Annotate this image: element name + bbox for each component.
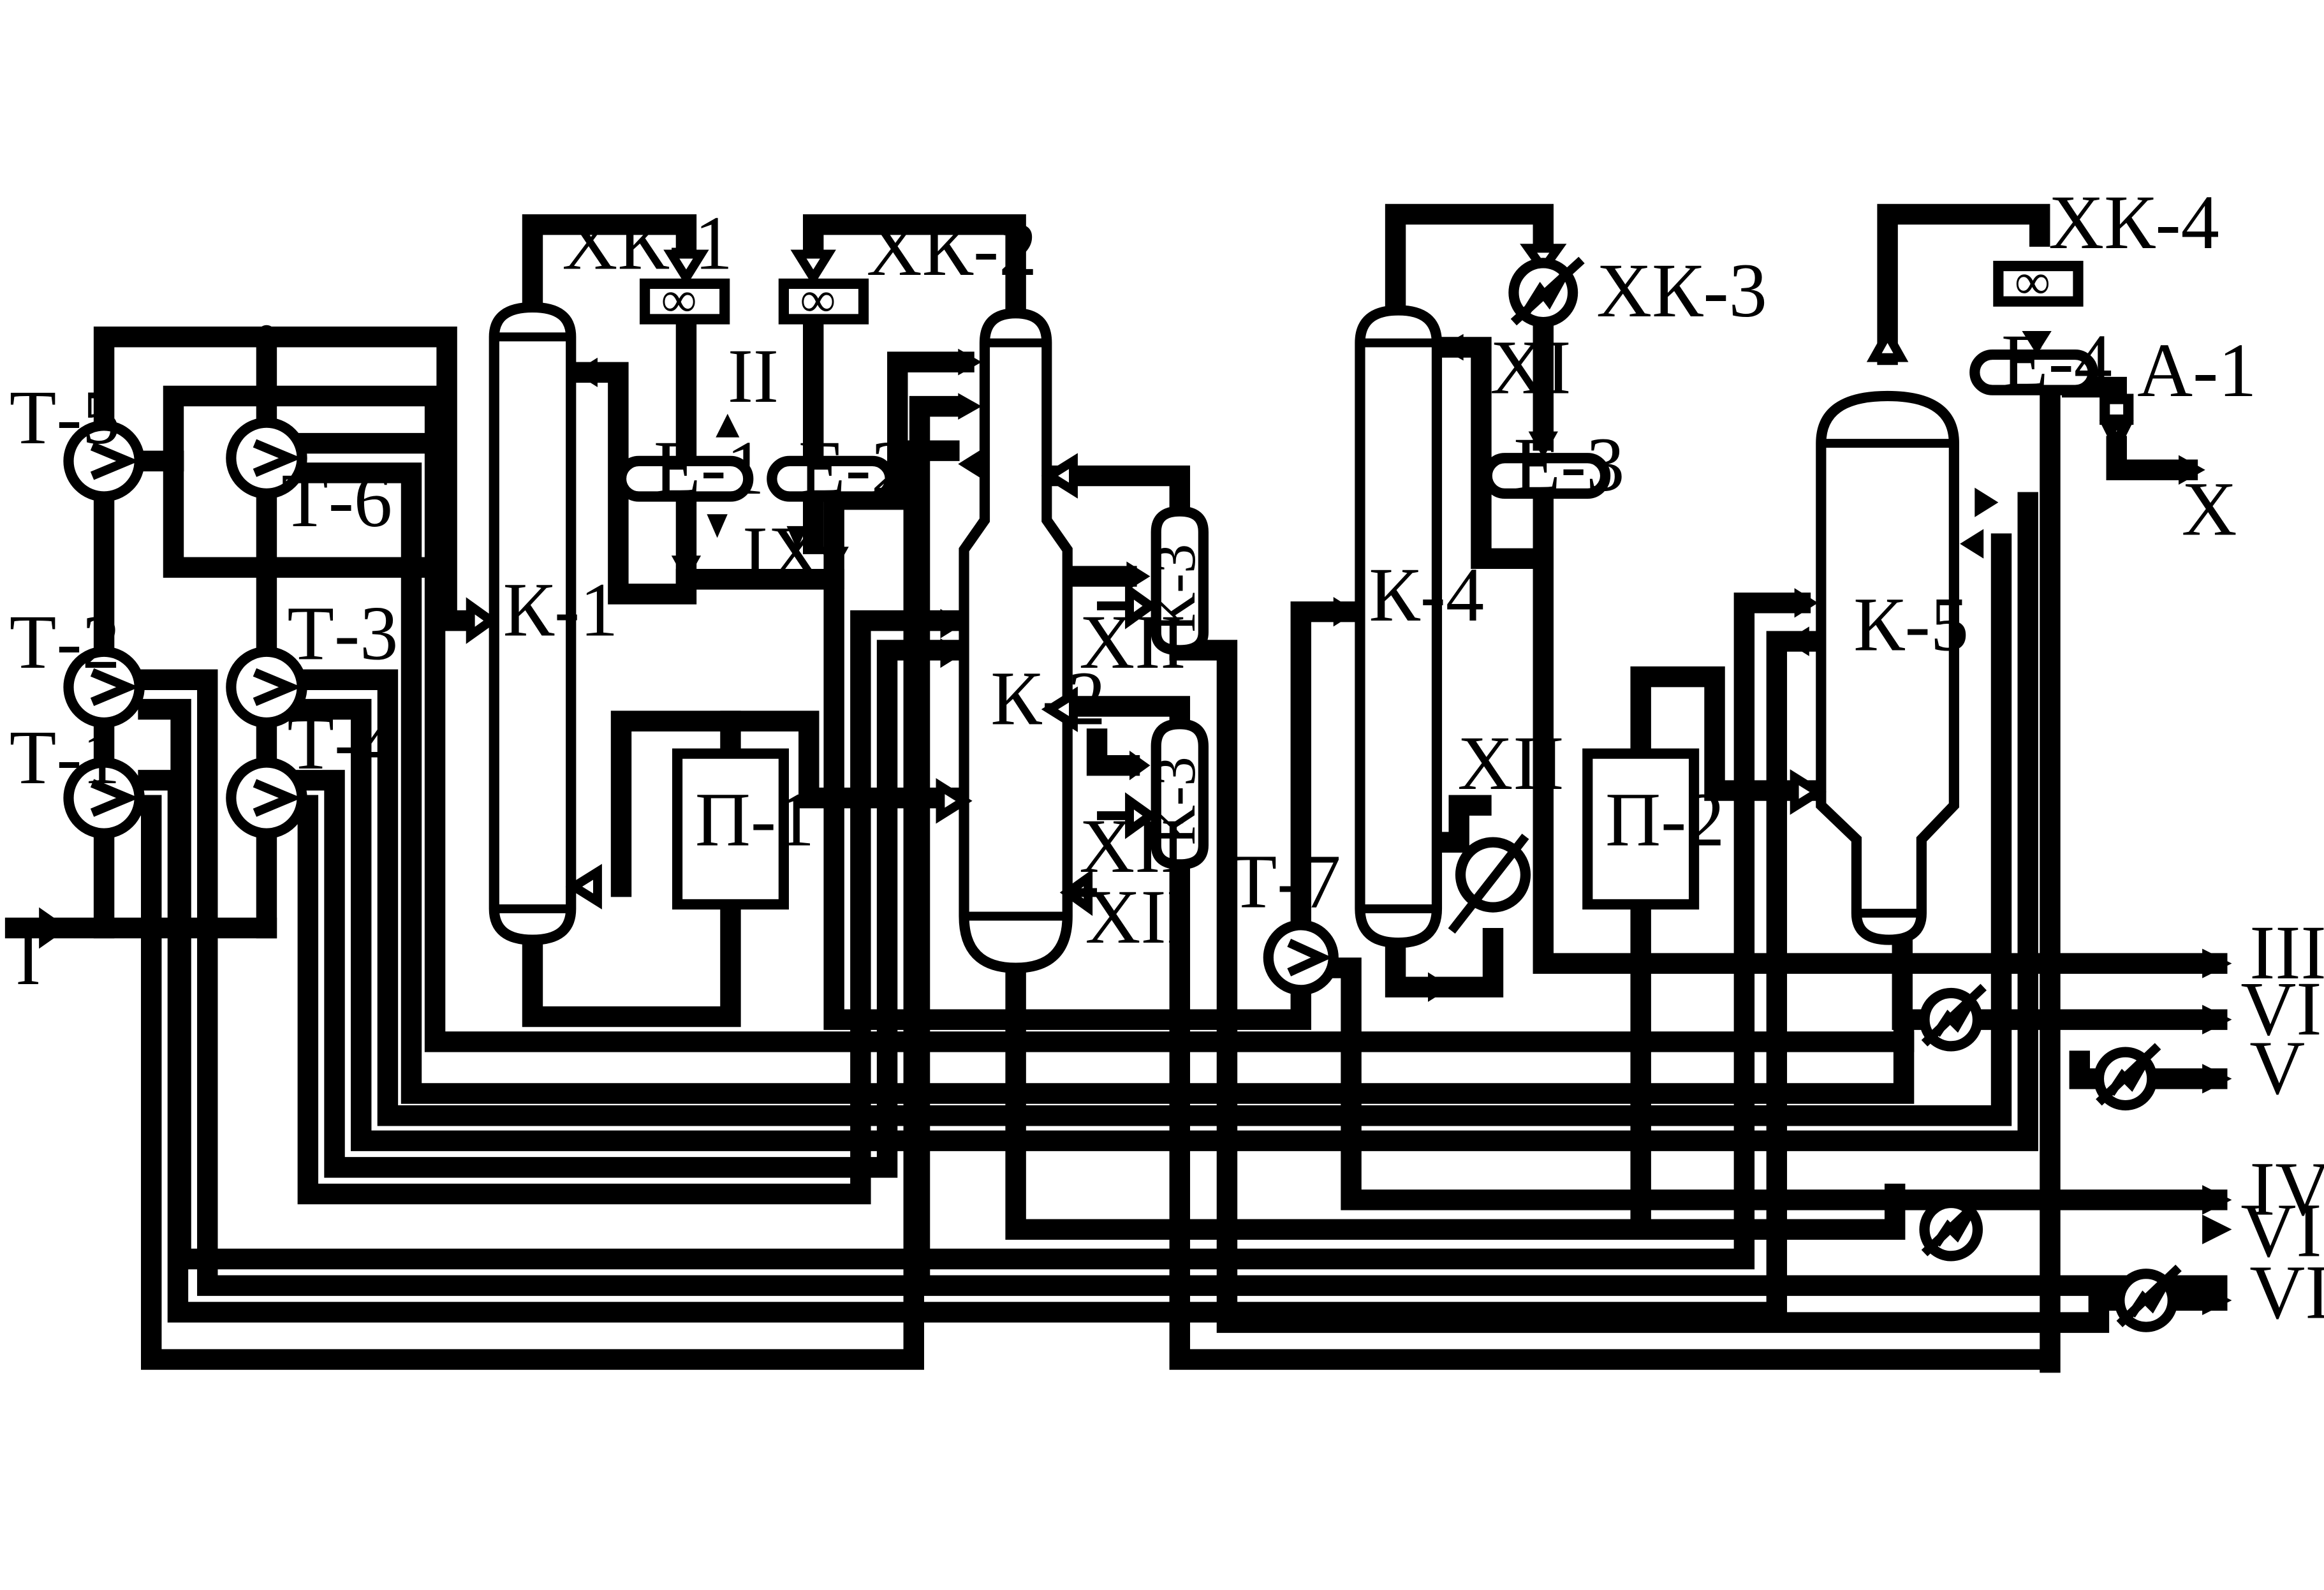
- furnace-p2: П-2: [1582, 748, 1725, 910]
- label-xk3: ХК-3: [1596, 249, 1767, 334]
- exchanger-t1: Т-1: [10, 716, 145, 839]
- column-k5: К-5: [1816, 390, 1969, 945]
- label-t1: Т-1: [10, 716, 121, 800]
- column-k3-upper: К-3: [1142, 506, 1209, 656]
- label-t6: Т-6: [281, 459, 392, 543]
- label-k2: К-2: [990, 656, 1106, 741]
- label-e1: Е-1: [654, 426, 765, 511]
- stream-i: I: [15, 916, 41, 1001]
- exchanger-t2: Т-2: [10, 600, 145, 728]
- product-cooler-vi: [2114, 1264, 2182, 1332]
- vessel-e1: Е-1: [615, 426, 765, 511]
- label-xk4: ХК-4: [2048, 180, 2219, 265]
- label-a1: А-1: [2137, 328, 2256, 413]
- vessel-e3: Е-3: [1482, 423, 1624, 508]
- label-t7: Т-7: [1230, 840, 1341, 925]
- label-e2: Е-2: [798, 426, 909, 511]
- label-k3-upper: К-3: [1142, 544, 1208, 633]
- reboiler-k4: [1448, 834, 1531, 934]
- stream-xii-k3-upper: XII: [1079, 600, 1186, 685]
- air-cooler-xk2: ∞ ХК-2: [778, 207, 1038, 328]
- furnace-p1: П-1: [672, 748, 814, 910]
- fan-symbol-xk1: ∞: [661, 272, 697, 328]
- junction-dots: [95, 325, 2059, 1372]
- label-p1: П-1: [695, 777, 814, 862]
- product-cooler-viii: [1919, 983, 1987, 1052]
- column-k4: К-4: [1355, 305, 1484, 948]
- label-p2: П-2: [1605, 777, 1725, 862]
- label-k5: К-5: [1853, 582, 1969, 667]
- vessel-e2: Е-2: [767, 426, 909, 511]
- stream-vi: VI: [2249, 1251, 2324, 1336]
- exchanger-t5: Т-5: [10, 376, 145, 502]
- stream-iv: IV: [2249, 1147, 2324, 1232]
- label-t5: Т-5: [10, 376, 121, 460]
- label-t3: Т-3: [287, 591, 398, 676]
- stream-vii: VII: [2240, 1188, 2324, 1273]
- cooler-xk3: ХК-3: [1508, 244, 1767, 334]
- label-xk2: ХК-2: [867, 207, 1038, 292]
- label-e3: Е-3: [1513, 423, 1624, 508]
- stream-iii: III: [2249, 911, 2324, 996]
- product-cooler-vii: [1919, 1193, 1987, 1262]
- exchanger-t6: Т-6: [226, 417, 392, 543]
- stream-ix: IX: [742, 512, 823, 596]
- label-t4: Т-4: [287, 701, 398, 786]
- stream-ii: II: [728, 334, 779, 419]
- exchanger-t3: Т-3: [226, 591, 398, 728]
- stream-x: X: [2182, 467, 2237, 552]
- vessel-e4: Е-4: [1969, 320, 2112, 404]
- column-k3-lower: К-3: [1142, 719, 1209, 870]
- flow-arrows: [39, 325, 2232, 1316]
- air-cooler-xk4: ∞ ХК-4: [1993, 180, 2219, 310]
- stream-xii-k2: XII: [1085, 875, 1192, 960]
- stream-xi: XI: [1490, 325, 1571, 410]
- label-k3-lower: К-3: [1142, 756, 1208, 845]
- column-k1: К-1: [489, 302, 619, 945]
- stream-xii-k4: XII: [1457, 721, 1564, 806]
- stream-v: V: [2249, 1026, 2305, 1111]
- stream-labels: I II IX XII XII XII XI XII X III VIII V …: [15, 325, 2324, 1335]
- fan-symbol-xk2: ∞: [800, 272, 835, 328]
- exchanger-t7: Т-7: [1230, 840, 1341, 996]
- label-k4: К-4: [1369, 553, 1484, 638]
- label-t2: Т-2: [10, 600, 121, 685]
- column-k2: К-2: [959, 308, 1106, 973]
- device-a1: А-1: [2099, 328, 2257, 455]
- stream-xii-k3-lower: XII: [1079, 804, 1186, 889]
- air-cooler-xk1: ∞ ХК-1: [562, 202, 733, 328]
- label-e4: Е-4: [2001, 320, 2112, 404]
- product-cooler-v: [2093, 1043, 2161, 1111]
- label-xk1: ХК-1: [562, 202, 733, 286]
- fan-symbol-xk4: ∞: [2015, 254, 2050, 310]
- exchanger-t4: Т-4: [226, 701, 398, 839]
- label-k1: К-1: [503, 568, 619, 652]
- stream-viii: VIII: [2240, 967, 2324, 1052]
